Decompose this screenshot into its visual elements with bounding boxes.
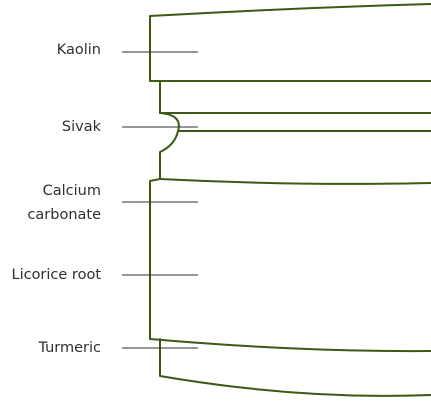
- calcium-top-boundary: [159, 178, 431, 185]
- layer-label-sivak: Sivak: [61, 119, 101, 135]
- layer-label-licorice-root: Licorice root: [11, 267, 101, 283]
- layer-label-calcium-line2: carbonate: [27, 207, 101, 223]
- layer-label-calcium-carbonate: Calcium carbonate: [27, 179, 101, 227]
- layer-label-turmeric: Turmeric: [38, 340, 101, 356]
- kaolin-segment-outline: [149, 3, 431, 82]
- layer-label-calcium-line1: Calcium: [42, 183, 101, 199]
- neck-outline: [159, 112, 180, 180]
- layer-label-kaolin: Kaolin: [56, 42, 101, 58]
- turmeric-top-boundary: [149, 338, 431, 353]
- tube-outline: [149, 3, 431, 397]
- turmeric-segment-outline: [159, 338, 431, 397]
- body-left-wall: [149, 178, 161, 340]
- sivak-segment-outline: [159, 80, 431, 114]
- leader-lines: [122, 51, 198, 349]
